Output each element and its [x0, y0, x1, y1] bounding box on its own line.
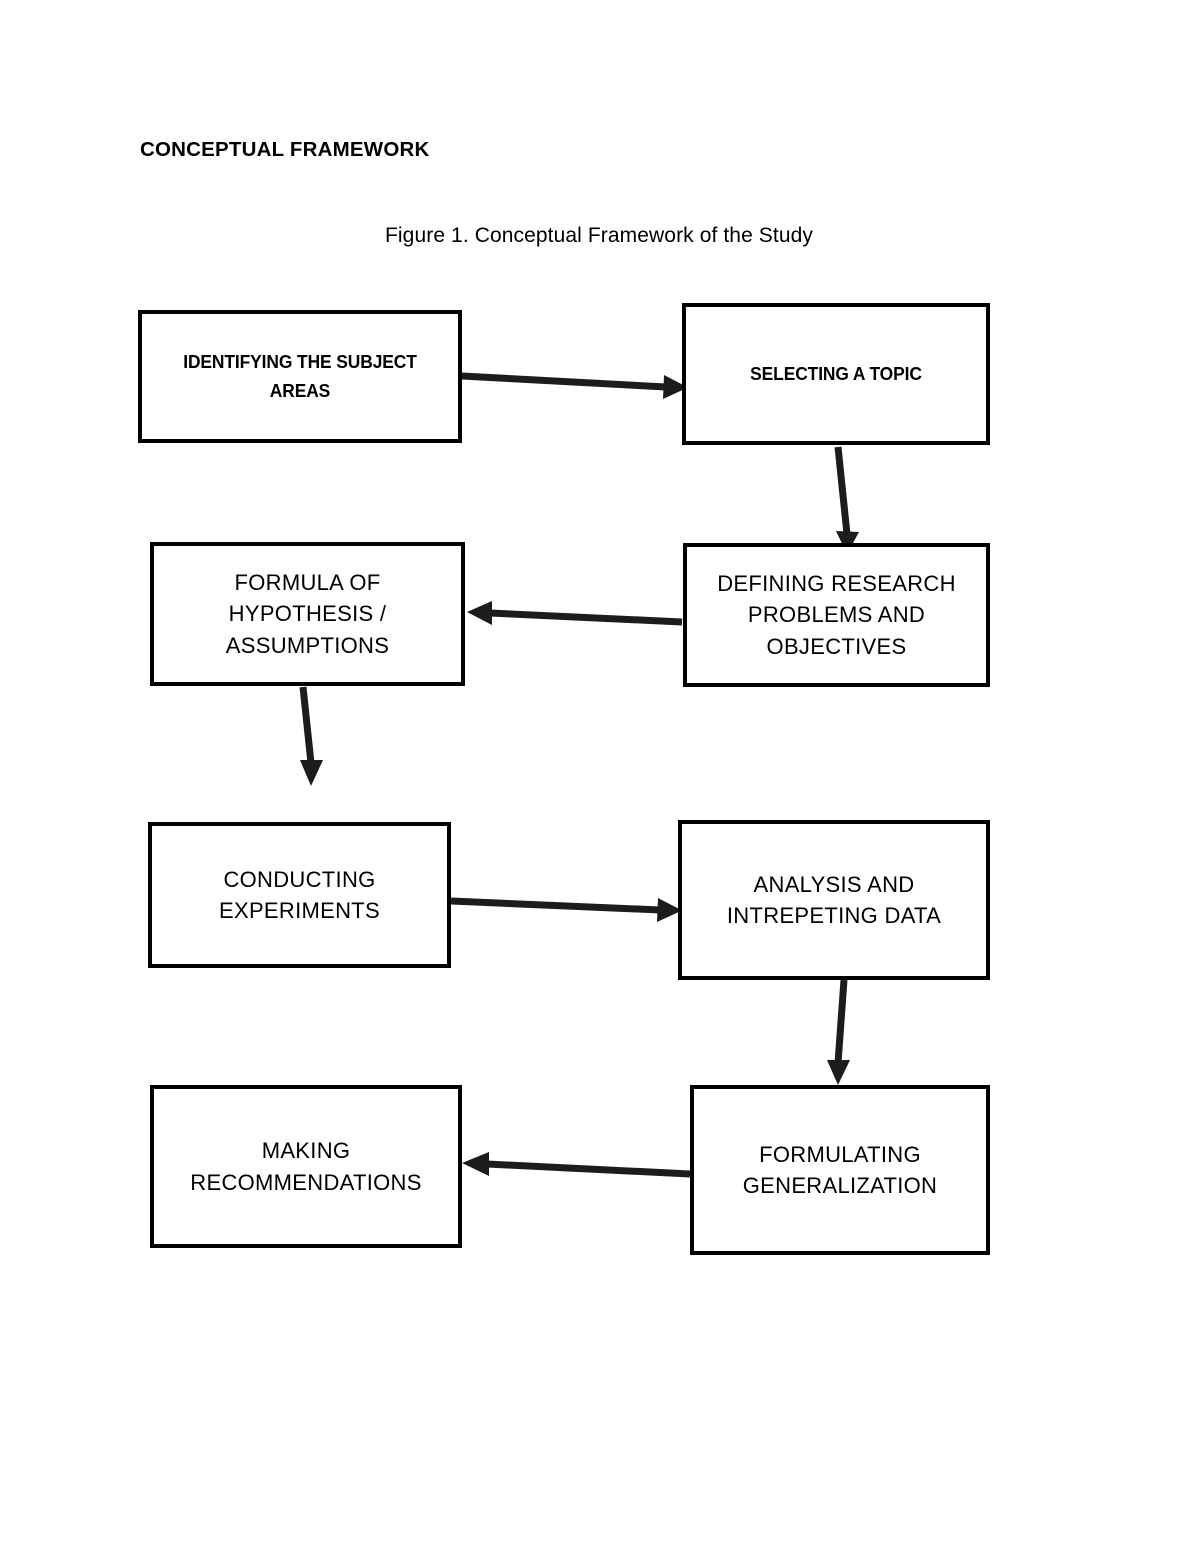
- arrow-analysis-to-formulating: [827, 979, 850, 1085]
- flow-box-label: FORMULA OF HYPOTHESIS / ASSUMPTIONS: [225, 570, 390, 658]
- flow-box-label: IDENTIFYING THE SUBJECT AREAS: [183, 350, 417, 401]
- figure-caption: Figure 1. Conceptual Framework of the St…: [0, 224, 1200, 248]
- flow-box-label: FORMULATING GENERALIZATION: [742, 1141, 938, 1198]
- flow-box-formula-of-hypothesis-assumptions[interactable]: FORMULA OF HYPOTHESIS / ASSUMPTIONS: [150, 542, 465, 686]
- flow-box-selecting-a-topic[interactable]: SELECTING A TOPIC: [682, 303, 990, 445]
- flow-box-label: ANALYSIS AND INTREPETING DATA: [726, 871, 942, 928]
- flow-box-label: DEFINING RESEARCH PROBLEMS AND OBJECTIVE…: [717, 571, 956, 659]
- flow-box-making-recommendations[interactable]: MAKING RECOMMENDATIONS: [150, 1085, 462, 1248]
- arrow-identifying-to-selecting: [461, 372, 688, 399]
- flow-box-defining-research-problems-and-objectives[interactable]: DEFINING RESEARCH PROBLEMS AND OBJECTIVE…: [683, 543, 990, 687]
- flow-box-formulating-generalization[interactable]: FORMULATING GENERALIZATION: [690, 1085, 990, 1255]
- flow-box-conducting-experiments[interactable]: CONDUCTING EXPERIMENTS: [148, 822, 451, 968]
- flow-box-label: SELECTING A TOPIC: [750, 362, 922, 384]
- figure-caption-text: Figure 1. Conceptual Framework of the St…: [384, 224, 813, 247]
- flow-box-label: CONDUCTING EXPERIMENTS: [219, 866, 380, 923]
- page-title: CONCEPTUAL FRAMEWORK: [140, 138, 430, 161]
- flow-box-label: MAKING RECOMMENDATIONS: [190, 1138, 422, 1195]
- arrow-conducting-to-analysis: [450, 897, 682, 922]
- arrow-formulating-to-making: [462, 1152, 691, 1178]
- arrow-selecting-to-defining: [834, 446, 859, 554]
- arrow-defining-to-formula: [467, 601, 683, 626]
- flow-box-identifying-the-subject-areas[interactable]: IDENTIFYING THE SUBJECT AREAS: [138, 310, 462, 443]
- arrow-formula-to-conducting: [299, 686, 323, 786]
- flow-box-analysis-and-intrepeting-data[interactable]: ANALYSIS AND INTREPETING DATA: [678, 820, 990, 980]
